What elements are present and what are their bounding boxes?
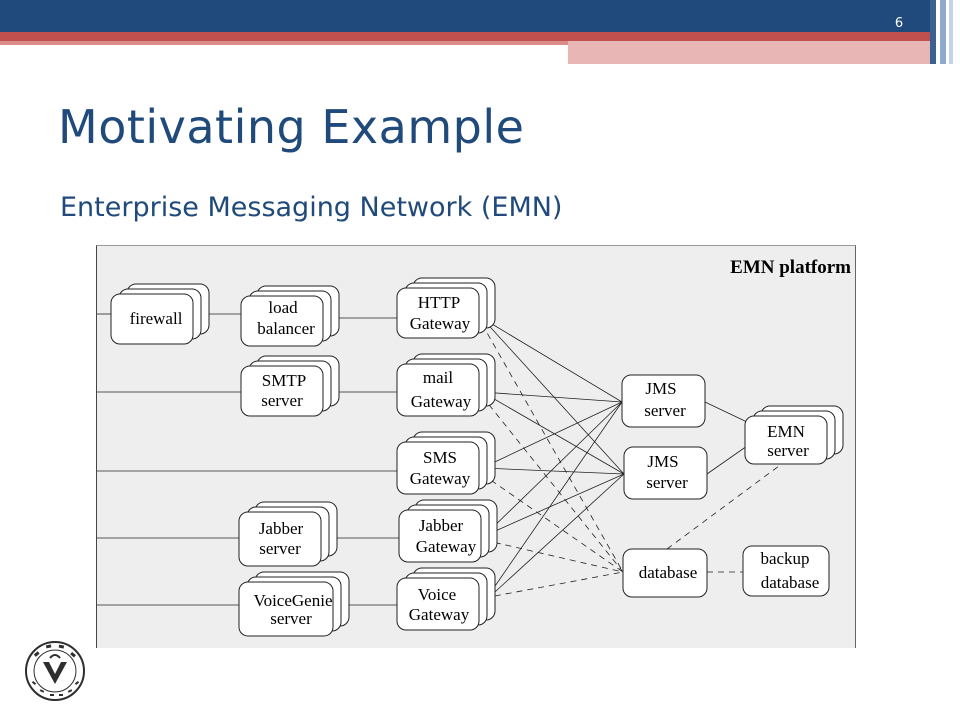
node-jms-server-1-line2: server xyxy=(644,401,686,420)
node-smtp-server-line2: server xyxy=(261,391,303,410)
dlink-voicegw-db xyxy=(483,571,624,599)
platform-label: EMN platform xyxy=(730,257,851,278)
link-jabbergw-jms1 xyxy=(483,401,623,537)
node-voice-gateway: Voice Gateway xyxy=(396,567,496,631)
node-voicegenie-server-line2: server xyxy=(270,609,312,628)
dashed-connections xyxy=(481,323,788,599)
node-load-balancer: load balancer xyxy=(240,285,340,347)
node-firewall-line1: firewall xyxy=(130,309,183,328)
node-smtp-server: SMTP server xyxy=(240,355,340,417)
link-http-jms2 xyxy=(481,317,625,475)
slide-title: Motivating Example xyxy=(58,100,525,154)
header-bar-pink xyxy=(568,41,930,64)
dlink-mail-db xyxy=(481,395,624,573)
node-database: database xyxy=(622,548,708,598)
node-backup-database: backup database xyxy=(742,545,830,597)
node-emn-server-line1: EMN xyxy=(767,422,805,441)
link-mail-jms2 xyxy=(481,391,625,475)
node-jms-server-2-line2: server xyxy=(646,473,688,492)
node-emn-server-line2: server xyxy=(767,441,809,460)
header-bar-red-thin xyxy=(0,41,568,45)
node-smtp-server-line1: SMTP xyxy=(262,371,306,390)
node-load-balancer-line1: load xyxy=(268,298,298,317)
link-jabbergw-jms2 xyxy=(483,473,625,537)
dlink-jabbergw-db xyxy=(483,539,624,573)
node-jabber-gateway-line1: Jabber xyxy=(419,516,464,535)
diagram-canvas: EMN platform xyxy=(97,257,851,637)
node-firewall: firewall xyxy=(110,283,210,345)
edge-stripe-3 xyxy=(940,0,946,64)
dlink-sms-db xyxy=(481,473,624,573)
node-jabber-server: Jabber server xyxy=(238,501,338,567)
dlink-http-db xyxy=(481,323,624,573)
link-sms-jms1 xyxy=(481,401,623,469)
node-sms-gateway-line1: SMS xyxy=(423,448,457,467)
node-voice-gateway-line2: Gateway xyxy=(409,605,470,624)
page-number: 6 xyxy=(894,16,904,31)
node-jms-server-1: JMS server xyxy=(621,374,706,428)
edge-stripe-1 xyxy=(930,0,936,64)
node-load-balancer-line2: balancer xyxy=(257,319,315,338)
node-jms-server-2-line1: JMS xyxy=(647,452,678,471)
node-jabber-gateway: Jabber Gateway xyxy=(398,499,498,563)
node-sms-gateway-line2: Gateway xyxy=(410,469,471,488)
node-voice-gateway-line1: Voice xyxy=(418,585,456,604)
node-backup-database-line2: database xyxy=(761,573,820,592)
node-mail-gateway: mail Gateway xyxy=(396,353,496,417)
node-database-line1: database xyxy=(639,563,698,582)
node-voicegenie-server: VoiceGenie server xyxy=(238,571,350,637)
link-jms2-emn xyxy=(706,445,748,475)
link-mail-jms1 xyxy=(481,391,623,403)
node-voicegenie-server-line1: VoiceGenie xyxy=(254,591,333,610)
header-bar-blue xyxy=(0,0,930,32)
node-emn-server: EMN server xyxy=(744,405,844,465)
node-sms-gateway: SMS Gateway xyxy=(396,431,496,495)
node-jabber-server-line1: Jabber xyxy=(259,519,304,538)
edge-stripe-4 xyxy=(946,0,949,64)
node-http-gateway-line2: Gateway xyxy=(410,314,471,333)
node-http-gateway-line1: HTTP xyxy=(418,293,461,312)
node-jms-server-2: JMS server xyxy=(623,446,708,500)
connections xyxy=(97,313,748,606)
link-voicegw-jms1 xyxy=(483,401,623,603)
link-jms1-emn xyxy=(704,401,748,423)
edge-stripe-2 xyxy=(936,0,940,64)
node-jabber-server-line2: server xyxy=(259,539,301,558)
node-backup-database-line1: backup xyxy=(760,549,809,568)
link-http-jms1 xyxy=(481,317,623,403)
node-http-gateway: HTTP Gateway xyxy=(396,277,496,339)
link-voicegw-jms2 xyxy=(483,473,625,603)
university-seal-logo xyxy=(24,640,86,706)
node-jabber-gateway-line2: Gateway xyxy=(416,537,477,556)
node-jms-server-1-line1: JMS xyxy=(645,379,676,398)
node-mail-gateway-line1: mail xyxy=(423,368,453,387)
emn-architecture-diagram: EMN platform xyxy=(96,245,856,648)
node-mail-gateway-line2: Gateway xyxy=(411,392,472,411)
slide-subtitle: Enterprise Messaging Network (EMN) xyxy=(60,192,563,223)
header-bar-red xyxy=(0,32,930,41)
edge-stripe-5 xyxy=(949,0,953,64)
dlink-db-emn xyxy=(666,459,788,550)
link-sms-jms2 xyxy=(481,467,625,475)
